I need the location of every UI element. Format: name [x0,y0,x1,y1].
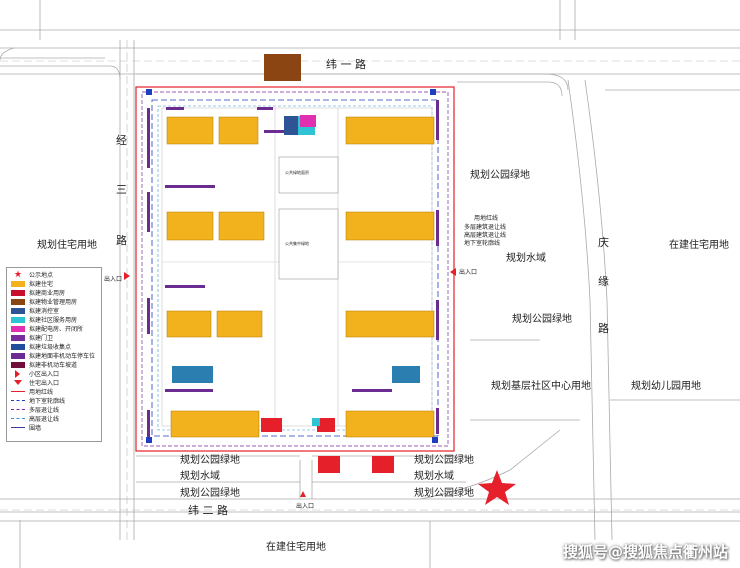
south-entrance-label: 出入口 [296,503,315,510]
south-entrance-marker [300,491,306,497]
east-entrance-label: 出入口 [459,269,478,276]
residential-building [345,211,435,241]
residential-building [170,410,260,438]
legend-item: 拟建门卫 [11,333,53,342]
notice-board [372,456,394,473]
road-south-label: 纬 二 路 [188,504,228,517]
legend-item: 小区出入口 [11,369,59,378]
legend-item: 拟建物业管理用房 [11,297,77,306]
kindergarten-label: 规划幼儿园用地 [631,381,701,392]
legend-item: 拟建社区服务用房 [11,315,77,324]
legend-item: 高层退让线 [11,414,59,423]
multi-storey-setback-line [141,91,449,447]
distribution-room [300,115,316,127]
triangle-right-icon [15,369,20,378]
legend-item: 地下室轮廓线 [11,396,65,405]
boundary-note-1: 用地红线 [474,215,499,222]
legend-item: 拟建地面非机动车停车位 [11,351,95,360]
road-centerlines [0,40,740,540]
residential-building [166,211,214,241]
water-sw-label: 规划水域 [180,471,220,482]
star-icon: ★ [13,269,23,280]
community-service-block-west [172,366,213,383]
legend-item: 拟建商业用房 [11,288,65,297]
community-service-block-east [392,366,420,383]
legend-item: 拟建消控室 [11,306,59,315]
east-entrance-marker [450,268,456,276]
gatehouses [146,89,438,443]
residential-building [216,310,263,338]
road-east-label-2: 缘 [598,275,609,288]
park-e-label: 规划公园绿地 [512,314,572,325]
legend-item: 多层退让线 [11,405,59,414]
property-management-building [264,54,301,81]
plaza-north-label: 公共绿地面积 [285,170,309,175]
map-legend: ★公示地点 拟建住宅 拟建商业用房 拟建物业管理用房 拟建消控室 拟建社区服务用… [6,267,102,442]
boundary-note-2: 多层建筑退让线 [464,224,507,231]
west-residential-label: 规划住宅用地 [37,240,97,251]
legend-item: 拟建非机动车坡道 [11,360,77,369]
road-west-label-2: 三 [116,183,127,196]
commercial-building [261,418,282,432]
legend-item: 拟建住宅 [11,279,53,288]
legend-item: ★公示地点 [11,270,53,279]
residential-building [218,116,259,145]
boundary-note-3: 高层建筑退让线 [464,232,507,239]
residential-building [166,116,214,145]
road-west-label-1: 经 [116,134,127,147]
triangle-down-icon [14,380,22,385]
park-sw2-label: 规划公园绿地 [180,488,240,499]
residential-building [345,116,435,145]
water-e-label: 规划水域 [506,253,546,264]
community-center-label: 规划基层社区中心用地 [491,381,591,392]
residential-buildings [166,116,435,438]
commercial-building [317,418,335,432]
notice-location-star [478,470,516,505]
basement-outline [151,99,439,437]
west-entrance-marker [124,272,130,280]
watermark: 搜狐号@搜狐焦点衢州站 [562,543,728,561]
road-east-label-1: 庆 [598,236,609,249]
boundary-note-4: 地下室轮廓线 [464,240,501,247]
park-sw-label: 规划公园绿地 [180,455,240,466]
residential-building [166,310,212,338]
community-room-small [312,418,320,426]
water-se-label: 规划水域 [414,471,454,482]
road-west-label-3: 路 [116,234,127,247]
legend-item: 围墙 [11,423,41,432]
residential-building [345,310,435,338]
south-residential-label: 在建住宅用地 [266,542,326,553]
residential-building [218,211,265,241]
road-east-label-3: 路 [598,322,609,335]
central-plaza-south [278,208,339,280]
fire-control-room [284,116,298,135]
residential-building [345,410,435,438]
legend-item: 用地红线 [11,387,53,396]
west-entrance-label: 出入口 [104,276,123,283]
legend-item: 住宅出入口 [11,378,59,387]
east-residential-label: 在建住宅用地 [669,240,729,251]
park-se2-label: 规划公园绿地 [414,488,474,499]
legend-item: 拟建垃圾收集点 [11,342,71,351]
notice-board [318,456,340,473]
central-plaza-north [278,156,339,194]
plaza-south-label: 公共集中绿地 [285,241,309,246]
park-se-label: 规划公园绿地 [414,455,474,466]
road-north-label: 纬 一 路 [326,58,366,71]
bicycle-parking [147,100,439,438]
legend-item: 拟建配电房、开闭所 [11,324,83,333]
park-ne-label: 规划公园绿地 [470,170,530,181]
